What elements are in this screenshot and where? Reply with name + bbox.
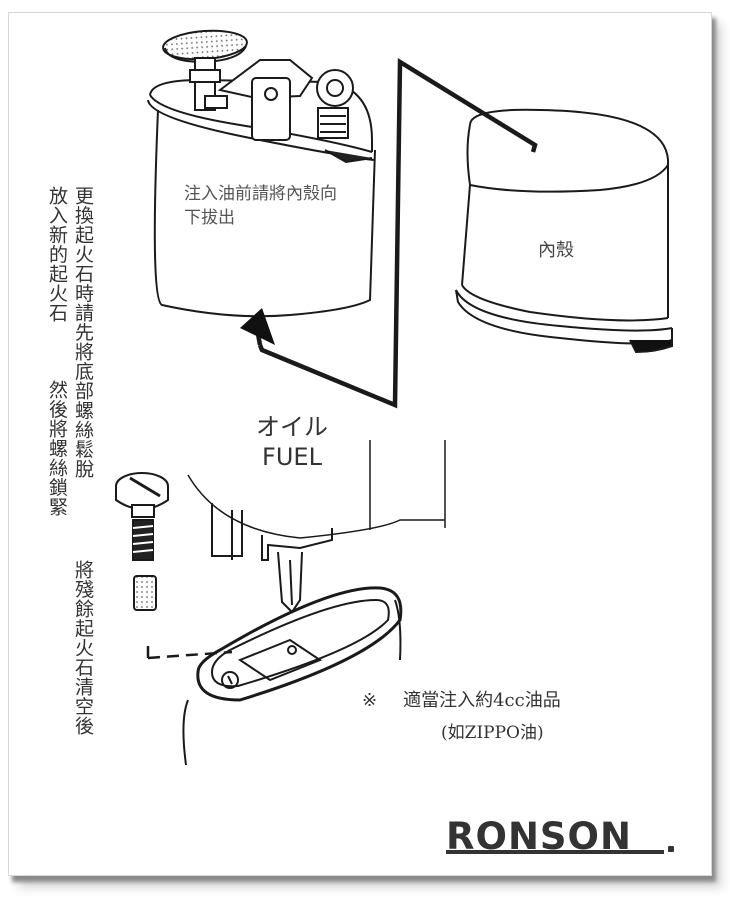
wick-hole bbox=[287, 645, 297, 655]
ignition-mechanism bbox=[162, 29, 354, 141]
flint-hole bbox=[221, 671, 239, 689]
fuel-note-line-1: ※ 適當注入約4cc油品 bbox=[362, 686, 561, 712]
dashed-leader bbox=[146, 646, 233, 660]
note-mark: ※ bbox=[362, 690, 378, 711]
fuel-note-line-2: (如ZIPPO油) bbox=[441, 723, 544, 743]
note-text-1: 適當注入約4cc油品 bbox=[403, 690, 561, 711]
arrow-head bbox=[240, 308, 275, 345]
flint-instruction-col-1: 更換起火石時請先將底部螺絲鬆脫 bbox=[72, 186, 94, 479]
fuel-label: オイル FUEL bbox=[250, 412, 334, 472]
lower-case bbox=[182, 586, 403, 766]
flint-instruction-col-2b: 然後將螺絲鎖緊 bbox=[46, 380, 68, 517]
inner-case-label: 內殼 bbox=[538, 240, 574, 261]
outer-shell bbox=[147, 78, 376, 318]
remove-inner-case-label: 注入油前請將內殼向下拔出 bbox=[184, 184, 337, 228]
inner-case bbox=[455, 108, 673, 354]
flint-instruction-col-2: 放入新的起火石 bbox=[46, 186, 68, 323]
flint-instruction-col-1b: 將殘餘起火石清空後 bbox=[72, 560, 94, 736]
fuel-text: FUEL bbox=[262, 443, 322, 471]
brand-underline bbox=[446, 850, 664, 854]
flint-screw-parts bbox=[115, 472, 169, 611]
flow-arrow bbox=[253, 58, 538, 409]
flint-stone bbox=[133, 575, 157, 611]
oil-katakana: オイル bbox=[256, 413, 328, 441]
brand-dot bbox=[668, 846, 674, 852]
flint-spring bbox=[132, 519, 154, 561]
